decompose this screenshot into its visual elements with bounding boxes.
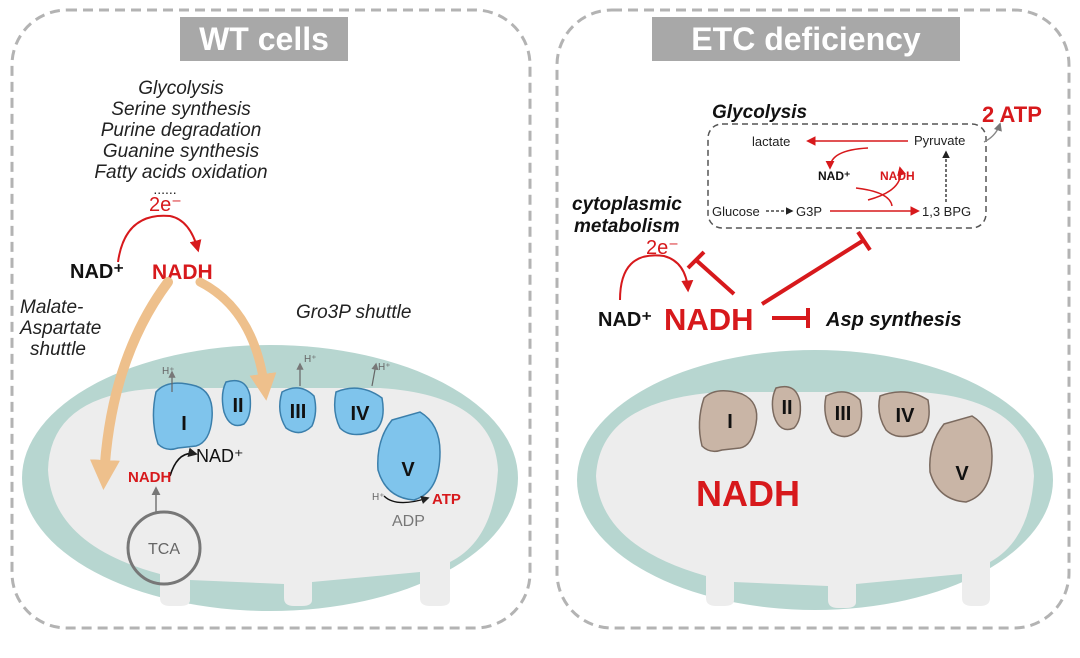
right-title: ETC deficiency — [691, 21, 921, 57]
atp-yield: 2 ATP — [982, 102, 1042, 127]
left-adp: ADP — [392, 513, 425, 530]
right-electron-arrow — [619, 254, 694, 301]
box-nadh: NADH — [880, 169, 915, 183]
malate-shuttle-arrow — [89, 277, 173, 490]
right-panel: ETC deficiency Glycolysis 2 ATP lactate … — [555, 8, 1071, 630]
glucose-label: Glucose — [712, 204, 760, 219]
right-matrix-nadh: NADH — [696, 473, 800, 514]
right-electrons-label: 2e⁻ — [646, 237, 679, 259]
cytoplasmic-line2: metabolism — [574, 216, 680, 237]
right-complex-iii-label: III — [835, 403, 852, 425]
pathway-fatty-acids: Fatty acids oxidation — [94, 162, 267, 183]
right-complex-i — [698, 390, 758, 453]
left-complex-ii — [221, 379, 252, 427]
inhibit-glycolysis-bar — [856, 230, 872, 252]
right-complex-i-label: I — [727, 411, 733, 433]
pathway-purine: Purine degradation — [101, 120, 262, 141]
left-electron-arrow — [117, 214, 202, 263]
left-title-bg — [180, 17, 348, 61]
right-complex-v-label: V — [955, 463, 969, 485]
right-complex-iv — [878, 391, 930, 438]
tca-cycle — [126, 510, 202, 586]
left-complex-iv-label: IV — [351, 403, 371, 425]
left-complex-v — [377, 411, 441, 501]
right-nad: NAD⁺ — [598, 309, 652, 331]
pathway-glycolysis: Glycolysis — [138, 78, 224, 99]
gro3p-shuttle-label: Gro3P shuttle — [296, 302, 411, 323]
gro3p-shuttle-arrow — [195, 277, 277, 401]
proton-label-v: H⁺ — [372, 492, 385, 503]
proton-label-iv: H⁺ — [378, 362, 391, 373]
proton-label-iii: H⁺ — [304, 354, 317, 365]
nad-to-nadh-arrow-bottom — [855, 187, 893, 207]
glycolysis-label: Glycolysis — [712, 102, 807, 123]
left-title: WT cells — [199, 21, 329, 57]
left-complex-v-label: V — [401, 459, 415, 481]
g3p-label: G3P — [796, 204, 822, 219]
left-complex-i — [152, 382, 213, 451]
proton-arrow-iv — [371, 362, 379, 387]
nad-regeneration-arrow — [867, 166, 906, 201]
right-complex-iv-label: IV — [896, 405, 916, 427]
inhibit-cytoplasmic-bar — [686, 250, 706, 270]
malate-shuttle-line1: Malate- — [20, 297, 83, 318]
right-complex-ii — [771, 385, 802, 431]
right-nadh: NADH — [664, 302, 754, 337]
asp-synthesis-label: Asp synthesis — [825, 309, 962, 331]
box-nad: NAD⁺ — [818, 169, 850, 183]
left-complex-iii — [279, 387, 317, 434]
left-complex-ii-label: II — [232, 395, 243, 417]
left-complex-i-label: I — [181, 413, 187, 435]
right-complex-v — [929, 415, 993, 503]
left-matrix-nad: NAD⁺ — [196, 446, 244, 466]
pyruvate-label: Pyruvate — [914, 133, 965, 148]
lactate-label: lactate — [752, 134, 790, 149]
tca-label: TCA — [148, 541, 180, 558]
left-panel: WT cells Glycolysis Serine synthesis Pur… — [10, 8, 532, 630]
pathway-ellipsis: ...... — [153, 181, 176, 197]
inhibit-glycolysis-line — [760, 238, 866, 306]
malate-shuttle-line3: shuttle — [30, 339, 86, 360]
left-matrix-nadh: NADH — [128, 469, 171, 486]
left-atp: ATP — [432, 491, 461, 508]
left-electrons-label: 2e⁻ — [149, 194, 182, 216]
left-complex-iii-label: III — [290, 401, 307, 423]
right-panel-border — [555, 8, 1071, 630]
matrix-nadh-arrow — [169, 447, 198, 477]
left-nad: NAD⁺ — [70, 261, 124, 283]
glycolysis-box — [707, 123, 987, 229]
pathway-serine: Serine synthesis — [111, 99, 251, 120]
left-complex-iv — [333, 387, 384, 436]
inhibit-cytoplasmic-line — [694, 258, 736, 296]
nadh-to-nad-arrow-top — [825, 147, 869, 170]
bpg-label: 1,3 BPG — [922, 204, 971, 219]
atp-arrow — [383, 495, 430, 505]
right-complex-iii — [824, 391, 863, 438]
proton-label-i: H⁺ — [162, 366, 175, 377]
right-complex-ii-label: II — [781, 397, 792, 419]
right-title-bg — [652, 17, 960, 61]
cytoplasmic-line1: cytoplasmic — [572, 194, 682, 215]
pathway-guanine: Guanine synthesis — [103, 141, 260, 162]
atp-yield-arrow — [983, 122, 1002, 143]
malate-shuttle-line2: Aspartate — [19, 318, 101, 339]
